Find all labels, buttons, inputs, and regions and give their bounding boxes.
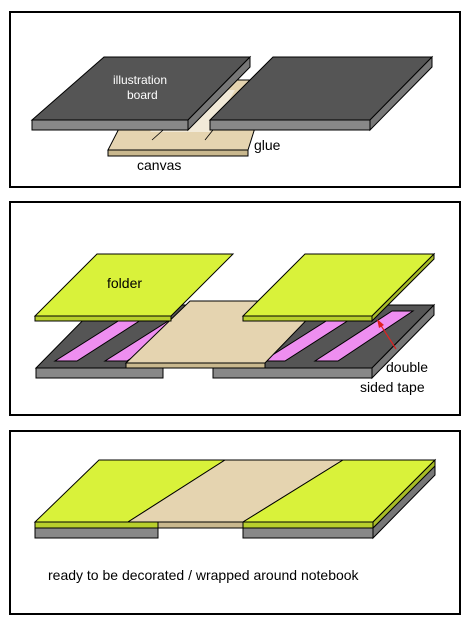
panel-3-assembled: [33, 458, 437, 540]
caption-ready: ready to be decorated / wrapped around n…: [48, 567, 360, 583]
label-illustration-board-line1: illustration: [113, 73, 167, 87]
panel-1-board-right: [208, 55, 434, 132]
label-illustration-board-line2: board: [127, 88, 158, 102]
panel-2-folder-left: [33, 253, 235, 322]
label-folder: folder: [107, 275, 142, 291]
label-double-sided-tape-line2: sided tape: [360, 379, 425, 395]
panel-1-board-left: [30, 55, 252, 132]
panel-2-folder-right: [241, 252, 436, 323]
label-double-sided-tape-line1: double: [386, 359, 428, 375]
tape-arrow: [377, 319, 397, 350]
label-glue: glue: [254, 137, 281, 153]
label-canvas: canvas: [137, 157, 181, 173]
